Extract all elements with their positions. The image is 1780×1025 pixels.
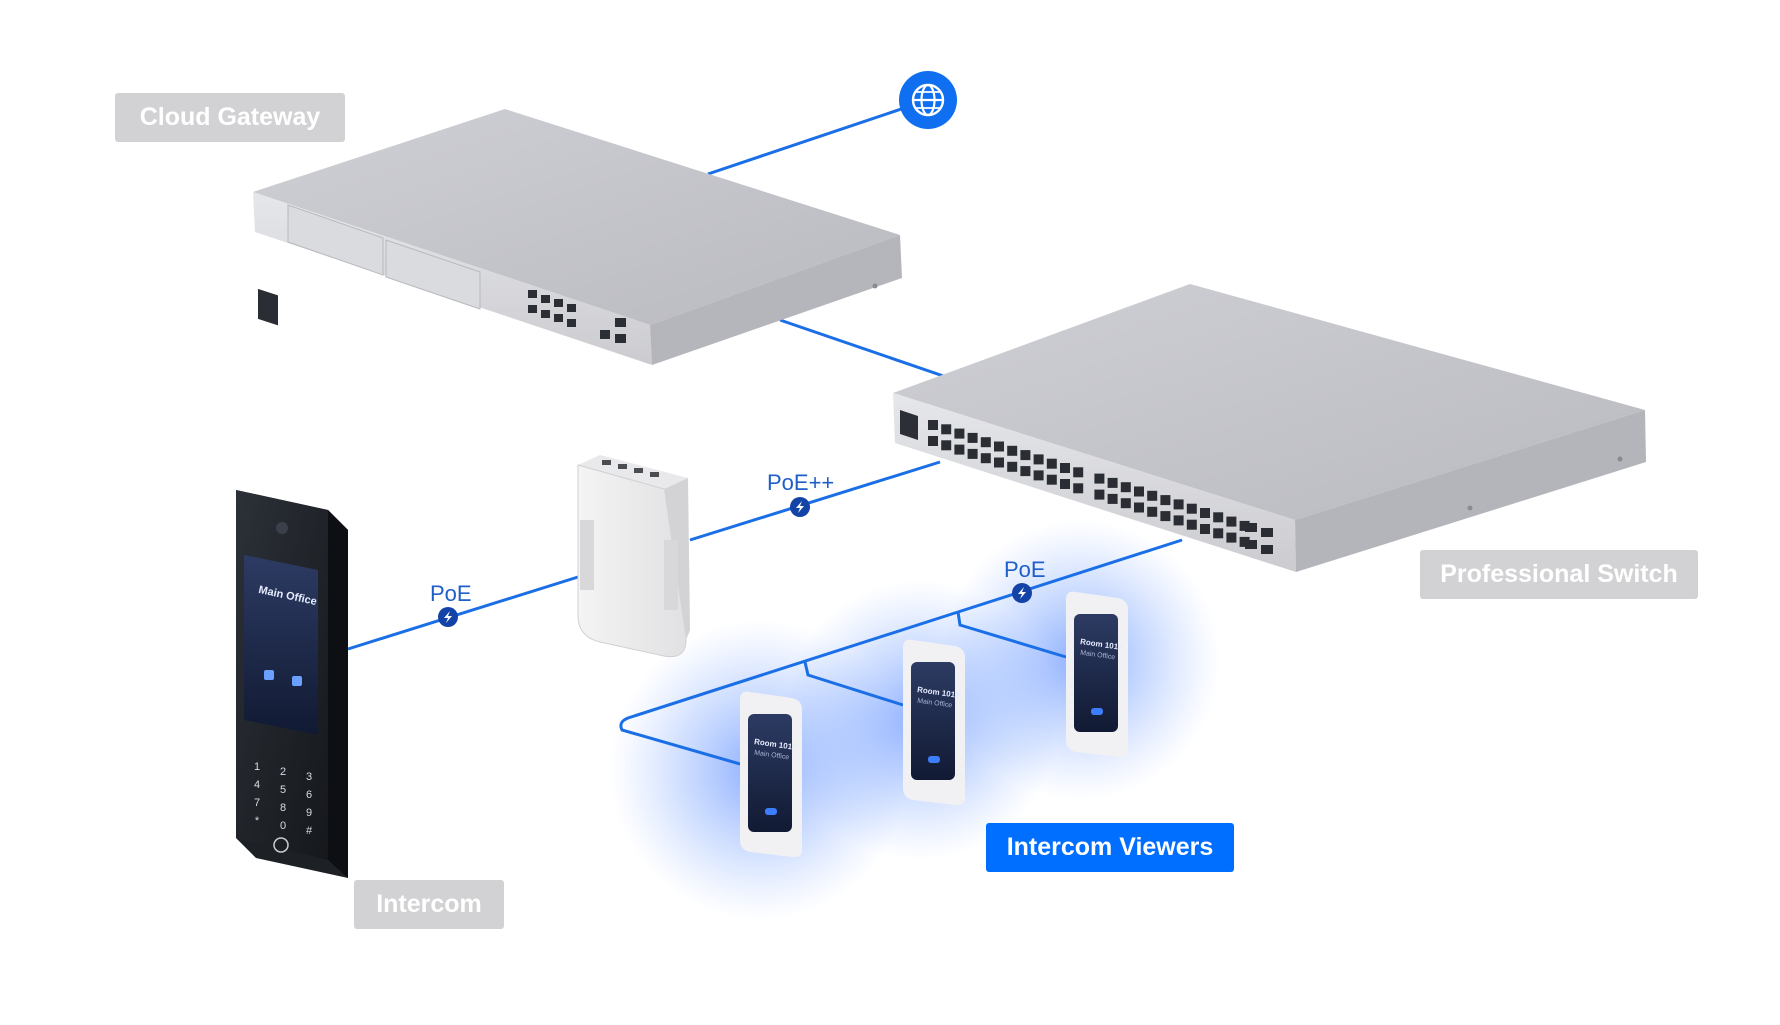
switch-port [1200,508,1210,518]
switch-port [1094,473,1105,484]
switch-port [1160,511,1171,522]
link-internet [707,98,929,176]
switch-port [1020,466,1031,477]
keypad-key: 8 [280,802,286,814]
switch-port [1239,520,1250,531]
cloud-gateway-label: Cloud Gateway [115,93,345,142]
switch-port [1147,490,1158,501]
intercom-viewer-1 [740,691,802,858]
switch-port [941,424,952,435]
keypad-key: 2 [280,766,286,778]
switch-port [954,428,965,439]
poe-injector-device [577,455,690,658]
switch-port [1200,524,1210,534]
switch-port [967,432,978,443]
intercom-device: 1 2 3 4 5 6 7 8 9 * 0 # [236,490,348,878]
keypad-key: 9 [306,807,312,819]
switch-port [1173,515,1184,526]
switch-port [1094,489,1105,500]
switch-port [928,436,938,446]
viewer-glow [610,520,1220,920]
switch-port [1060,479,1070,489]
intercom-viewer-2 [903,639,965,806]
cloud-gateway-device [253,109,902,365]
keypad-key: 1 [254,761,260,773]
intercom-viewer-3 [1066,591,1128,758]
gateway-display [258,288,278,326]
switch-port [1033,454,1044,465]
switch-port [1033,470,1044,481]
connection-lines [347,98,1183,766]
link-switch-viewers-trunk [957,538,1183,614]
switch-port [1020,450,1031,461]
link-viewer-3 [956,611,1067,659]
switch-port [1160,495,1171,506]
switch-port [980,453,991,464]
switch-port [941,440,952,451]
switch-port [1107,493,1118,504]
switch-port [1046,474,1057,485]
lightning-icon [1012,583,1032,603]
keypad-key: 5 [280,784,286,796]
switch-port [994,457,1004,468]
switch-port [1060,463,1070,473]
switch-port [1226,532,1237,543]
keypad-key: # [306,825,313,837]
switch-port [1213,512,1224,523]
switch-port [1134,502,1144,513]
switch-port [1073,467,1084,478]
lightning-icon [790,497,810,517]
switch-display [900,410,918,440]
intercom-keypad: 1 2 3 4 5 6 7 8 9 * 0 # [254,761,313,837]
keypad-key: 7 [254,797,260,809]
intercom-label: Intercom [354,880,504,929]
link-viewer-1 [619,610,959,766]
keypad-key: 0 [280,820,286,832]
switch-port [1007,445,1018,456]
switch-port [967,448,978,459]
switch-ports [928,420,1250,547]
switch-port [928,420,938,430]
switch-port [1147,506,1158,517]
switch-port [1073,483,1084,494]
switch-port [1173,499,1184,510]
link-injector-intercom [347,575,579,651]
switch-port [1213,528,1224,539]
switch-port [980,437,991,448]
keypad-key: 6 [306,789,312,801]
switch-port [1186,503,1197,514]
switch-port [1134,486,1144,497]
switch-port [1120,482,1131,493]
gateway-ports [528,290,626,343]
switch-port [1186,519,1197,530]
globe-icon [899,71,957,129]
lightning-icon [438,607,458,627]
switch-port [1226,516,1237,527]
switch-port [954,444,965,455]
poe-viewers-label: PoE [1004,557,1046,582]
poe-intercom-label: PoE [430,581,472,606]
switch-port [1007,461,1018,472]
professional-switch-label: Professional Switch [1420,550,1698,599]
keypad-key: * [255,815,260,827]
intercom-screen [244,555,318,735]
switch-port [1046,458,1057,469]
professional-switch-device [893,284,1646,572]
keypad-key: 3 [306,771,312,783]
switch-port [994,441,1004,452]
link-switch-poe-injector [689,460,941,542]
switch-port [1120,498,1131,509]
link-viewer-2 [803,661,904,707]
switch-port [1107,477,1118,488]
link-gateway-switch [779,318,956,382]
keypad-key: 4 [254,779,260,791]
intercom-viewers-label: Intercom Viewers [986,823,1234,872]
poe-plus-plus-label: PoE++ [767,470,835,495]
switch-port [1239,536,1250,547]
